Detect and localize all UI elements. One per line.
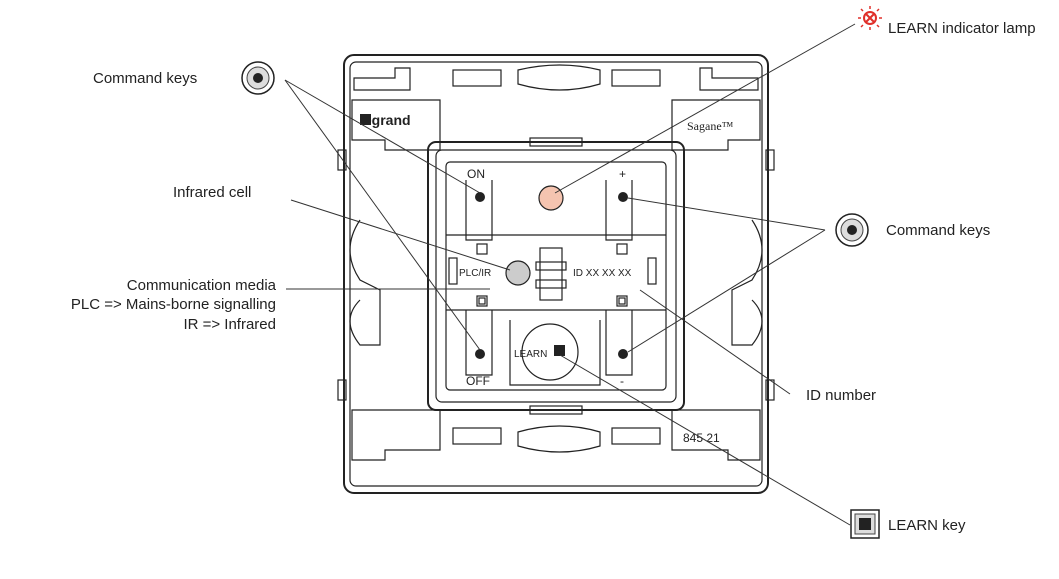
learn-key[interactable] xyxy=(554,345,565,356)
minus-label: - xyxy=(620,374,624,388)
brand-logo-mark xyxy=(360,114,371,125)
command-keys-icon-left xyxy=(241,61,275,95)
key-off[interactable] xyxy=(475,349,485,359)
off-label: OFF xyxy=(466,374,490,388)
model-name: Sagane™ xyxy=(687,119,734,133)
label-command-keys-right: Command keys xyxy=(886,222,990,239)
inner-module xyxy=(427,137,685,415)
learn-label: LEARN xyxy=(514,349,547,360)
label-ir-description: IR => Infrared xyxy=(183,316,276,333)
plus-label: + xyxy=(619,167,626,181)
key-plus[interactable] xyxy=(618,192,628,202)
device-frame xyxy=(337,54,775,494)
id-label: ID XX XX XX xyxy=(573,268,632,279)
key-minus[interactable] xyxy=(618,349,628,359)
label-communication-media: Communication media xyxy=(127,277,277,294)
label-id-number: ID number xyxy=(806,387,876,404)
command-keys-icon-right xyxy=(835,213,869,247)
learn-key-icon xyxy=(850,509,880,539)
plc-ir-label: PLC/IR xyxy=(459,268,491,279)
on-label: ON xyxy=(467,167,485,181)
key-on[interactable] xyxy=(475,192,485,202)
label-learn-key: LEARN key xyxy=(888,517,966,534)
label-learn-indicator-lamp: LEARN indicator lamp xyxy=(888,20,1036,37)
lamp-icon xyxy=(858,6,882,30)
infrared-cell xyxy=(505,260,531,286)
leader-lines xyxy=(284,23,856,526)
learn-indicator-lamp xyxy=(538,185,564,211)
brand-logo: legrand xyxy=(360,112,411,128)
label-command-keys-left: Command keys xyxy=(93,70,197,87)
label-infrared-cell: Infrared cell xyxy=(173,184,251,201)
label-plc-description: PLC => Mains-borne signalling xyxy=(71,296,276,313)
